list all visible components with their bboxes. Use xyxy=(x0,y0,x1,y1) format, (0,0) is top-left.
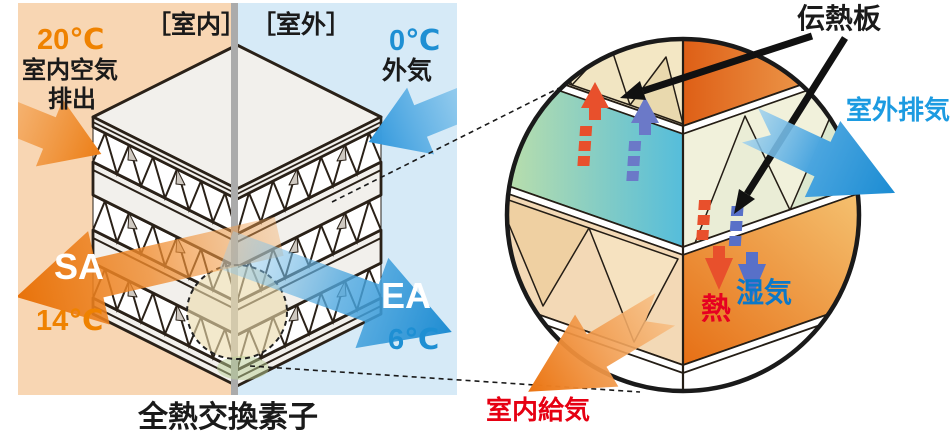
magnified-region-tint xyxy=(217,356,269,380)
arrowhead xyxy=(631,97,659,123)
arrow-dash xyxy=(729,221,743,231)
corrugation-triangle xyxy=(507,195,590,307)
outdoor-zone-label: ［室外］ xyxy=(251,11,352,39)
arrow-dash xyxy=(696,230,709,240)
corrugation-triangle xyxy=(517,39,573,86)
outdoor-exhaust-label: 室外排気 xyxy=(846,95,951,125)
indoor-supply-arrow-icon xyxy=(528,293,676,392)
exhaust-air-arrow-icon xyxy=(219,231,452,349)
outdoor-air-arrow-icon xyxy=(368,79,457,155)
arrow-dash xyxy=(698,200,712,210)
callout-arrowhead xyxy=(734,189,755,214)
stack-corrugation-shadow xyxy=(288,304,299,322)
arrow-dash xyxy=(578,141,592,151)
plate-label: 伝熱板 xyxy=(797,3,882,34)
moisture-label: 湿気 xyxy=(736,277,793,308)
callout-arrow-line xyxy=(641,32,814,95)
connector-line-top xyxy=(331,78,578,203)
stack-corrugation-shadow xyxy=(175,304,186,322)
detail-circle xyxy=(504,32,896,394)
plate-callout-arrows xyxy=(620,32,848,214)
outdoor-exhaust-arrow-icon xyxy=(741,108,896,198)
left-panel xyxy=(18,3,457,395)
stack-corrugation-shadow xyxy=(127,144,138,162)
arrow-shaft xyxy=(746,252,758,266)
arrowhead xyxy=(581,82,609,108)
element-caption: 全熱交換素子 xyxy=(138,401,318,434)
left-panel-arrows xyxy=(18,79,457,349)
arrow-dash xyxy=(697,215,710,225)
indoor-supply-label: 室内給気 xyxy=(486,395,591,425)
indoor-temp-label: 20℃ xyxy=(37,24,105,56)
corrugation-triangle xyxy=(588,227,679,343)
stack-corrugation-shadow xyxy=(336,212,347,230)
indoor-zone-label: ［室内］ xyxy=(146,11,247,39)
arrow-dash xyxy=(628,141,642,151)
heat-label: 熱 xyxy=(701,293,731,326)
arrow-dash xyxy=(626,171,640,181)
arrow-shaft xyxy=(639,121,651,135)
indoor-air-label-line2: 排出 xyxy=(48,86,96,113)
arrow-dash xyxy=(579,126,593,136)
arrow-shaft xyxy=(589,106,601,120)
stack-corrugation-shadow xyxy=(127,212,138,230)
callout-arrowhead xyxy=(620,81,646,100)
wall-divider xyxy=(231,3,238,395)
exhaust-air-code: EA xyxy=(381,275,432,316)
indoor-air-label-line1: 室内空気 xyxy=(22,57,118,84)
stack-corrugation-shadow xyxy=(336,144,347,162)
moisture-up-arrow-icon xyxy=(626,97,659,181)
stack-corrugation-shadow xyxy=(288,168,299,186)
outdoor-temp-label: 0℃ xyxy=(389,25,441,57)
supply-air-temp: 14℃ xyxy=(36,305,104,337)
arrowhead xyxy=(705,258,733,290)
supply-air-code: SA xyxy=(54,246,105,287)
arrowhead xyxy=(738,264,766,298)
stack-corrugation-shadow xyxy=(288,236,299,254)
arrow-dash xyxy=(627,156,641,166)
arrow-shaft xyxy=(713,246,725,260)
heat-up-arrow-icon xyxy=(577,82,609,166)
magnified-region-highlight xyxy=(187,265,287,359)
stack-corrugation-shadow xyxy=(175,168,186,186)
exhaust-air-temp: 6℃ xyxy=(388,324,440,356)
indoor-exhaust-arrow-icon xyxy=(18,91,102,167)
arrow-dash xyxy=(728,236,742,246)
heat-down-arrow-icon xyxy=(696,200,733,290)
supply-air-arrow-icon xyxy=(18,216,284,325)
outdoor-air-label: 外気 xyxy=(382,57,433,85)
arrow-dash xyxy=(577,156,591,166)
callout-arrow-line xyxy=(744,36,848,196)
detail-circle-outline xyxy=(504,36,862,394)
